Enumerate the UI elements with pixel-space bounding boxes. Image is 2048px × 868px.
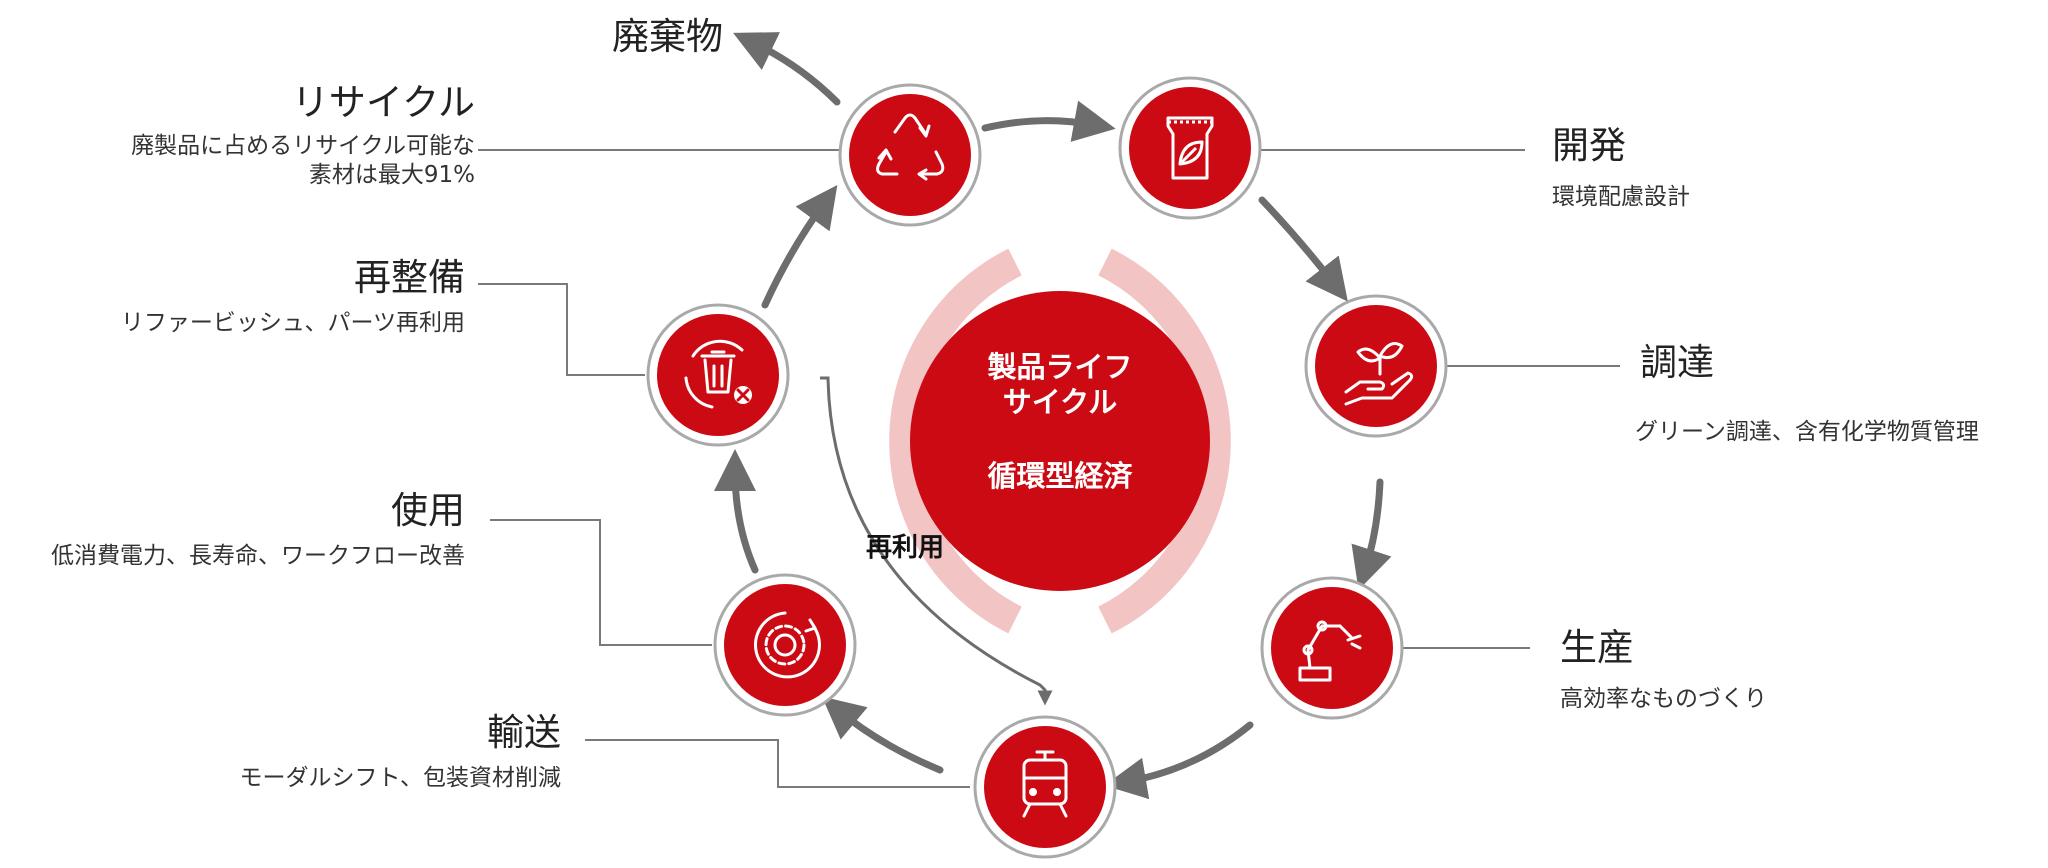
arrow-procurement-to-production: [1351, 478, 1392, 590]
node-transport[interactable]: [973, 715, 1117, 859]
reuse-label: 再利用: [866, 533, 945, 563]
arrow-recycle-to-development: [981, 100, 1116, 142]
arrow-transport-to-use: [821, 696, 944, 774]
gear-cycle-icon: [754, 611, 821, 679]
node-use[interactable]: [713, 573, 857, 717]
recycle-sub-line2: 素材は最大91%: [308, 162, 475, 188]
refurbish-title: 再整備: [354, 256, 465, 299]
use-sub: 低消費電力、長寿命、ワークフロー改善: [51, 543, 465, 570]
trash-cycle-icon: [684, 339, 752, 409]
label-refurbish: 再整備 リファービッシュ、パーツ再利用: [121, 255, 465, 338]
arrow-production-to-transport: [1104, 721, 1254, 800]
arrow-refurbish-to-recycle: [761, 185, 838, 309]
recycle-icon: [876, 113, 945, 181]
center-subtitle: 循環型経済: [987, 459, 1133, 493]
arrow-development-to-procurement: [1258, 196, 1348, 302]
train-icon: [1022, 750, 1068, 818]
production-sub: 高効率なものづくり: [1560, 686, 1767, 713]
leader-lines: [478, 149, 1620, 788]
recycle-title: リサイクル: [291, 81, 475, 124]
center-title-line1: 製品ライフ: [987, 350, 1133, 384]
refurbish-sub: リファービッシュ、パーツ再利用: [120, 310, 465, 337]
transport-sub: モーダルシフト、包装資材削減: [239, 765, 561, 792]
development-sub: 環境配慮設計: [1552, 184, 1690, 211]
center-ring-right: [1098, 248, 1231, 634]
label-procurement: 調達: [1640, 340, 1714, 386]
leader-transport: [585, 739, 970, 788]
label-transport: 輸送 モーダルシフト、包装資材削減: [239, 710, 561, 793]
center-title: 製品ライフ サイクル: [960, 350, 1160, 420]
center-title-line2: サイクル: [1002, 384, 1118, 419]
development-title: 開発: [1552, 124, 1626, 167]
procurement-sub: グリーン調達、含有化学物質管理: [1635, 419, 1979, 445]
label-production: 生産 高効率なものづくり: [1560, 625, 1767, 714]
arrow-recycle-to-waste: [733, 32, 841, 106]
hand-sprout-icon: [1344, 342, 1414, 406]
seed-bag-icon: [1166, 116, 1214, 180]
arrow-use-to-refurbish: [714, 449, 759, 574]
robot-arm-icon: [1298, 620, 1362, 682]
cycle-arrows: [714, 32, 1392, 800]
use-title: 使用: [391, 489, 465, 532]
recycle-sub-line1: 廃製品に占めるリサイクル可能な: [131, 133, 475, 160]
center-circle: [910, 291, 1210, 591]
node-development[interactable]: [1118, 76, 1262, 220]
transport-title: 輸送: [487, 711, 561, 754]
leader-use: [490, 519, 712, 646]
production-title: 生産: [1560, 626, 1634, 669]
label-use: 使用 低消費電力、長寿命、ワークフロー改善: [51, 488, 465, 571]
node-production[interactable]: [1260, 576, 1404, 720]
procurement-title: 調達: [1640, 341, 1714, 384]
node-refurbish[interactable]: [646, 303, 790, 447]
waste-label: 廃棄物: [612, 15, 723, 58]
node-recycle[interactable]: [838, 83, 982, 227]
leader-refurbish: [478, 283, 645, 376]
arrow-reuse: [820, 376, 1053, 706]
label-development: 開発 環境配慮設計: [1552, 123, 1690, 212]
label-recycle: リサイクル 廃製品に占めるリサイクル可能な 素材は最大91%: [131, 80, 475, 190]
center-ring-left: [889, 248, 1022, 634]
node-procurement[interactable]: [1304, 294, 1448, 438]
